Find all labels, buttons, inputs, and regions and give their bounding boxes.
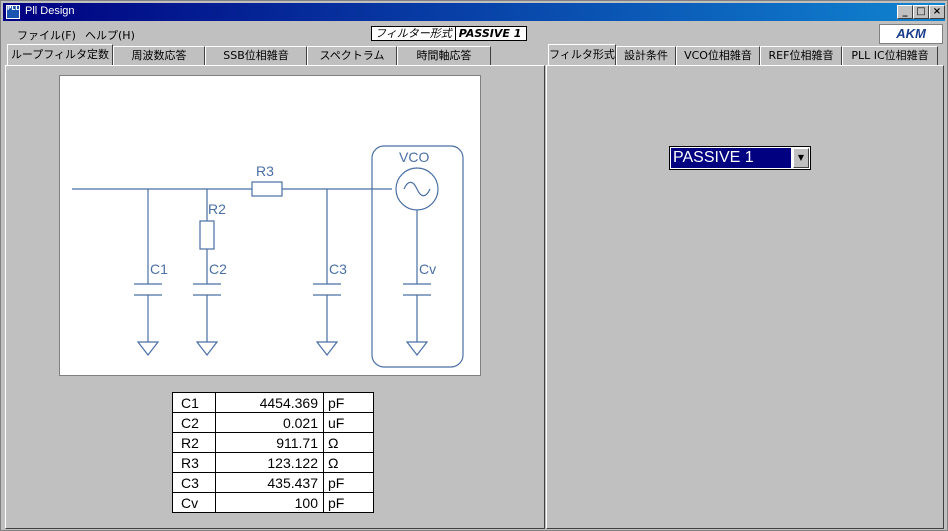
filter-type-indicator: フィルター形式 PASSIVE 1 <box>371 26 528 41</box>
schematic-diagram: R3 R2 C1 C2 C3 Cv VCO <box>72 145 464 368</box>
left-tab-bar: ループフィルタ定数 周波数応答 SSB位相雑音 スペクトラム 時間軸応答 <box>7 44 491 65</box>
resistor-r3 <box>251 181 283 197</box>
right-tab-bar: フィルタ形式 設計条件 VCO位相雑音 REF位相雑音 PLL IC位相雑音 <box>548 44 938 65</box>
label-c2: C2 <box>209 261 227 277</box>
filter-type-label: フィルター形式 <box>372 27 456 40</box>
ground-icon-c3 <box>315 341 339 356</box>
tab-vco-phase-noise[interactable]: VCO位相雑音 <box>676 46 760 65</box>
tab-time-response[interactable]: 時間軸応答 <box>397 46 491 65</box>
label-c1: C1 <box>150 261 168 277</box>
app-icon: PLL <box>6 5 20 19</box>
component-unit: Ω <box>323 452 374 473</box>
component-name: R2 <box>172 432 216 453</box>
ground-icon-c1 <box>136 341 160 356</box>
label-r2: R2 <box>208 201 226 217</box>
component-value: 911.71 <box>215 432 324 453</box>
component-value: 4454.369 <box>215 392 324 413</box>
table-row: C1 4454.369 pF <box>172 392 374 413</box>
sine-wave-icon <box>403 181 431 197</box>
table-row: C2 0.021 uF <box>172 412 374 433</box>
tab-ref-phase-noise[interactable]: REF位相雑音 <box>760 46 842 65</box>
component-name: C3 <box>172 472 216 493</box>
dropdown-arrow-icon[interactable]: ▼ <box>793 148 809 168</box>
component-unit: uF <box>323 412 374 433</box>
akm-logo: AKM <box>879 24 943 44</box>
tab-loop-filter-constants[interactable]: ループフィルタ定数 <box>7 44 113 65</box>
window-title: Pll Design <box>25 5 75 17</box>
filter-type-value: PASSIVE 1 <box>458 27 522 40</box>
table-row: C3 435.437 pF <box>172 472 374 493</box>
maximize-button[interactable]: □ <box>913 5 929 19</box>
table-row: R2 911.71 Ω <box>172 432 374 453</box>
tab-spectrum[interactable]: スペクトラム <box>307 46 397 65</box>
title-bar[interactable]: PLL Pll Design _ □ × <box>3 3 945 21</box>
component-name: Cv <box>172 492 216 513</box>
filter-type-selected-value[interactable]: PASSIVE 1 <box>671 148 791 168</box>
tab-frequency-response[interactable]: 周波数応答 <box>113 46 205 65</box>
component-unit: Ω <box>323 432 374 453</box>
label-r3: R3 <box>256 163 274 179</box>
menu-help[interactable]: ヘルプ(H) <box>85 29 135 42</box>
table-row: Cv 100 pF <box>172 492 374 513</box>
minimize-button[interactable]: _ <box>897 5 913 19</box>
component-name: C1 <box>172 392 216 413</box>
component-value: 0.021 <box>215 412 324 433</box>
component-unit: pF <box>323 492 374 513</box>
label-vco: VCO <box>399 149 429 165</box>
resistor-r2 <box>199 220 215 250</box>
component-value: 435.437 <box>215 472 324 493</box>
table-row: R3 123.122 Ω <box>172 452 374 473</box>
menu-file[interactable]: ファイル(F) <box>17 29 76 42</box>
component-value: 123.122 <box>215 452 324 473</box>
tab-design-conditions[interactable]: 設計条件 <box>616 46 676 65</box>
component-unit: pF <box>323 392 374 413</box>
tab-ssb-phase-noise[interactable]: SSB位相雑音 <box>205 46 307 65</box>
label-cv: Cv <box>419 261 436 277</box>
component-value: 100 <box>215 492 324 513</box>
tab-filter-type[interactable]: フィルタ形式 <box>548 44 616 65</box>
component-unit: pF <box>323 472 374 493</box>
component-name: C2 <box>172 412 216 433</box>
right-tab-panel <box>546 65 944 529</box>
vco-block <box>371 145 464 368</box>
filter-type-select[interactable]: PASSIVE 1 ▼ <box>669 146 811 170</box>
tab-pll-ic-phase-noise[interactable]: PLL IC位相雑音 <box>842 46 938 65</box>
component-values-table: C1 4454.369 pF C2 0.021 uF R2 911.71 Ω R… <box>172 392 374 513</box>
ground-icon-cv <box>405 341 429 356</box>
close-button[interactable]: × <box>929 5 945 19</box>
label-c3: C3 <box>329 261 347 277</box>
ground-icon-c2 <box>195 341 219 356</box>
menu-bar: ファイル(F) ヘルプ(H) フィルター形式 PASSIVE 1 AKM <box>3 23 945 45</box>
component-name: R3 <box>172 452 216 473</box>
loop-filter-schematic: R3 R2 C1 C2 C3 Cv VCO <box>59 75 481 376</box>
